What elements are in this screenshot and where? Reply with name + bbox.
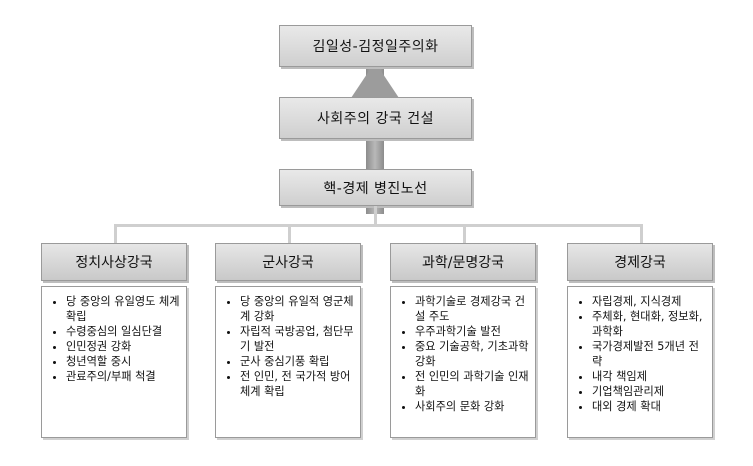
list-item: 청년역할 중시 xyxy=(66,354,182,369)
list-item: 관료주의/부패 척결 xyxy=(66,369,182,384)
pillar-military-header: 군사강국 xyxy=(215,243,361,281)
list-item: 당 중앙의 유일영도 체계 확립 xyxy=(66,294,182,324)
pillar-economy-header: 경제강국 xyxy=(567,243,713,281)
list-item: 사회주의 문화 강화 xyxy=(415,399,531,414)
list-item: 내각 책임제 xyxy=(592,369,708,384)
pillar-economy-list: 자립경제, 지식경제 주체화, 현대화, 정보화, 과학화 국가경제발전 5개년… xyxy=(567,286,713,438)
base-line-label: 핵-경제 병진노선 xyxy=(323,180,428,197)
connector-horizontal xyxy=(114,224,643,227)
pillar-economy-title: 경제강국 xyxy=(614,255,666,271)
middle-goal-box: 사회주의 강국 건설 xyxy=(279,97,472,139)
connector-pillar-1 xyxy=(114,224,117,244)
list-item: 중요 기술공학, 기초과학 강화 xyxy=(415,339,531,369)
connector-center xyxy=(374,206,377,226)
list-item: 자립경제, 지식경제 xyxy=(592,294,708,309)
middle-goal-label: 사회주의 강국 건설 xyxy=(317,111,434,127)
list-item: 전 인민의 과학기술 인재화 xyxy=(415,369,531,399)
list-item: 군사 중심기풍 확립 xyxy=(240,354,356,369)
list-item: 자립적 국방공업, 첨단무기 발전 xyxy=(240,324,356,354)
list-item: 대외 경제 확대 xyxy=(592,399,708,414)
pillar-science-list: 과학기술로 경제강국 건설 주도 우주과학기술 발전 중요 기술공학, 기초과학… xyxy=(390,286,536,438)
pillar-military-title: 군사강국 xyxy=(262,255,314,271)
list-item: 과학기술로 경제강국 건설 주도 xyxy=(415,294,531,324)
top-goal-label: 김일성-김정일주의화 xyxy=(312,39,439,55)
connector-pillar-4 xyxy=(640,224,643,244)
list-item: 주체화, 현대화, 정보화, 과학화 xyxy=(592,309,708,339)
list-item: 인민정권 강화 xyxy=(66,339,182,354)
pillar-politics-list: 당 중앙의 유일영도 체계 확립 수령중심의 일심단결 인민정권 강화 청년역할… xyxy=(41,286,187,438)
pillar-military-list: 당 중앙의 유일적 영군체계 강화 자립적 국방공업, 첨단무기 발전 군사 중… xyxy=(215,286,361,438)
list-item: 수령중심의 일심단결 xyxy=(66,324,182,339)
base-line-box: 핵-경제 병진노선 xyxy=(279,169,472,206)
arrow-up-icon xyxy=(351,62,399,98)
pillar-politics-header: 정치사상강국 xyxy=(41,243,187,281)
connector-pillar-3 xyxy=(463,224,466,244)
pillar-science-title: 과학/문명강국 xyxy=(422,255,504,271)
connector-pillar-2 xyxy=(288,224,291,244)
list-item: 우주과학기술 발전 xyxy=(415,324,531,339)
top-goal-box: 김일성-김정일주의화 xyxy=(279,25,472,67)
list-item: 기업책임관리제 xyxy=(592,384,708,399)
list-item: 국가경제발전 5개년 전략 xyxy=(592,339,708,369)
pillar-science-header: 과학/문명강국 xyxy=(390,243,536,281)
list-item: 전 인민, 전 국가적 방어체계 확립 xyxy=(240,369,356,399)
list-item: 당 중앙의 유일적 영군체계 강화 xyxy=(240,294,356,324)
pillar-politics-title: 정치사상강국 xyxy=(75,255,153,271)
